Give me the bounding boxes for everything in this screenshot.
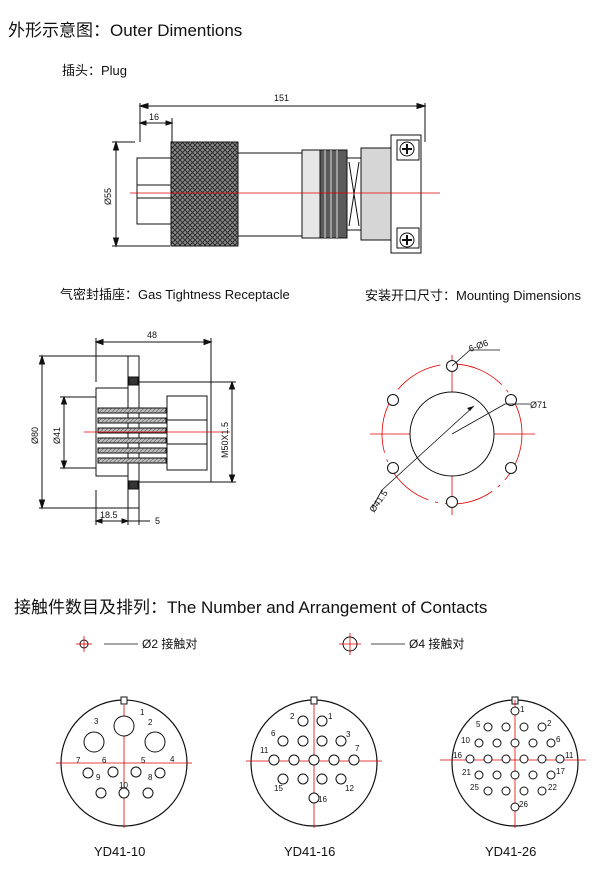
layout-yd41-10 xyxy=(56,696,192,828)
pin-label-16: 16 xyxy=(318,795,327,804)
page-title: 外形示意图：Outer Dimentions xyxy=(8,21,243,40)
receptacle-drawing xyxy=(38,338,236,525)
pin-label-17: 17 xyxy=(556,767,565,776)
legend-small-contact-icon xyxy=(76,636,138,652)
pin-label-11: 11 xyxy=(260,746,269,755)
pin-label-21: 21 xyxy=(462,768,471,777)
pin-label-25: 25 xyxy=(470,783,479,792)
pin-label-5: 5 xyxy=(141,756,146,765)
pin-label-1: 1 xyxy=(520,705,525,714)
pin-label-9: 9 xyxy=(96,773,101,782)
legend xyxy=(76,633,405,655)
pin-label-2: 2 xyxy=(290,712,295,721)
pin-label-1: 1 xyxy=(328,712,333,721)
pin-label-10: 10 xyxy=(119,781,128,790)
pin-label-10: 10 xyxy=(461,736,470,745)
plug-heading: 插头：Plug xyxy=(62,63,128,78)
pin-label-12: 12 xyxy=(345,784,354,793)
layout-yd41-16 xyxy=(246,696,382,828)
mounting-dim-bore: Ø41.5 xyxy=(367,488,389,514)
pin-label-4: 4 xyxy=(170,755,175,764)
pin-label-8: 8 xyxy=(148,773,153,782)
pin-label-6: 6 xyxy=(102,756,107,765)
mounting-heading: 安装开口尺寸：Mounting Dimensions xyxy=(365,288,582,303)
pin-label-15: 15 xyxy=(274,784,283,793)
pin-label-3: 3 xyxy=(94,717,99,726)
pin-label-6: 6 xyxy=(271,729,276,738)
receptacle-dim-flange: 5 xyxy=(155,516,160,526)
plug-dim-overall: 151 xyxy=(274,93,289,103)
pin-label-1: 1 xyxy=(140,708,145,717)
pin-label-2: 2 xyxy=(547,719,552,728)
pin-label-22: 22 xyxy=(548,783,557,792)
pin-label-5: 5 xyxy=(476,720,481,729)
pin-label-2: 2 xyxy=(148,718,153,727)
pin-label-6: 6 xyxy=(556,735,561,744)
layout-name-yd41-26: YD41-26 xyxy=(485,844,537,859)
plug-dim-diameter: Ø55 xyxy=(103,188,113,205)
pin-label-26: 26 xyxy=(519,800,528,809)
mounting-dim-holes: 6-Ø6 xyxy=(467,338,489,354)
receptacle-heading: 气密封插座：Gas Tightness Receptacle xyxy=(60,287,290,302)
receptacle-dim-outer: Ø80 xyxy=(30,427,40,444)
pin-label-3: 3 xyxy=(346,730,351,739)
mounting-drawing xyxy=(370,349,535,515)
pin-label-16: 16 xyxy=(453,751,462,760)
receptacle-dim-inner: Ø41 xyxy=(52,427,62,444)
plug-dim-front: 16 xyxy=(149,112,159,122)
layout-name-yd41-10: YD41-10 xyxy=(94,844,146,859)
pin-label-7: 7 xyxy=(355,744,360,753)
pin-label-7: 7 xyxy=(76,756,81,765)
layout-name-yd41-16: YD41-16 xyxy=(284,844,336,859)
layout-yd41-26 xyxy=(440,696,586,828)
contacts-heading: 接触件数目及排列：The Number and Arrangement of C… xyxy=(14,598,488,617)
legend-large-contact-icon xyxy=(339,633,405,655)
plug-drawing xyxy=(112,102,427,254)
receptacle-dim-left: 18.5 xyxy=(100,510,118,520)
receptacle-dim-length: 48 xyxy=(147,330,157,340)
pin-label-11: 11 xyxy=(565,751,574,760)
legend-large-label: Ø4 接触对 xyxy=(409,636,464,651)
receptacle-dim-thread: M50X1.5 xyxy=(220,422,230,458)
legend-small-label: Ø2 接触对 xyxy=(142,636,197,651)
mounting-dim-pcd: Ø71 xyxy=(530,400,547,410)
